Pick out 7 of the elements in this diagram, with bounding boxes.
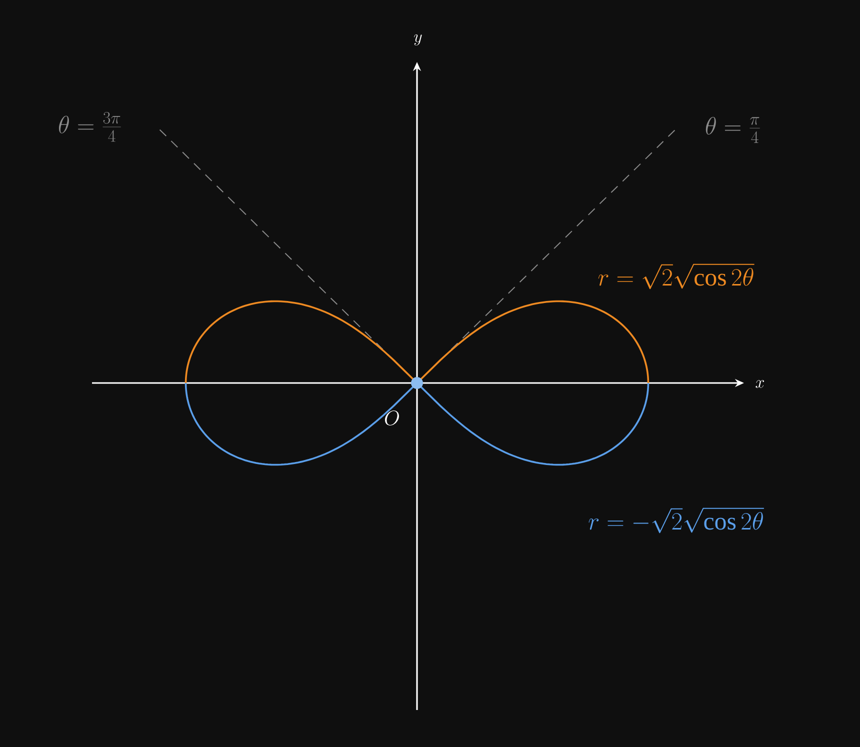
angle-label: $\theta = \frac{\pi}{4}$ xyxy=(706,116,760,143)
axis-label: $x$ xyxy=(756,380,764,388)
origin-label: $O$ xyxy=(384,410,399,426)
equation-label: $r = -\sqrt{2}\sqrt{\cos 2\theta}$ xyxy=(588,508,764,534)
angle-label: $\theta = \frac{3\pi}{4}$ xyxy=(58,112,121,142)
equation-label: $r = \sqrt{2}\sqrt{\cos 2\theta}$ xyxy=(598,264,754,290)
axis-label: $y$ xyxy=(414,34,422,46)
